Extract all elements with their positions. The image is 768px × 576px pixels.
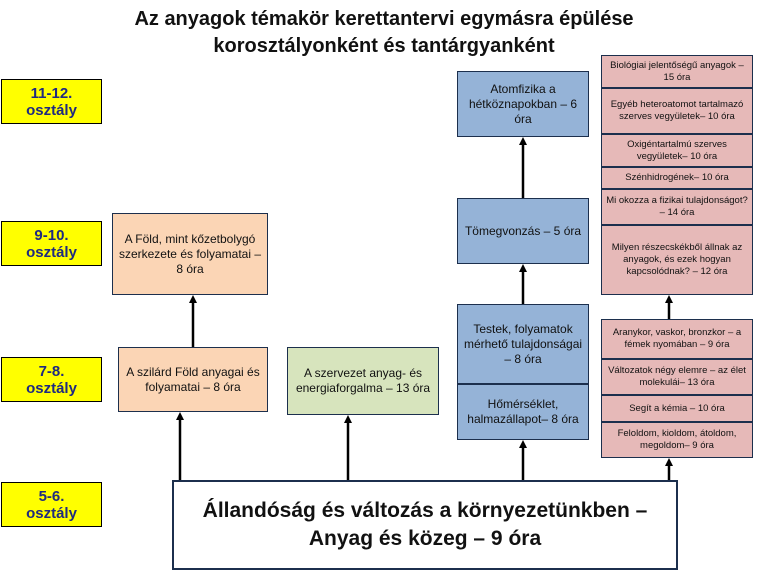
chemistry-topic-upper-1: Biológiai jelentőségű anyagok – 15 óra [601, 55, 753, 88]
chemistry-topic-lower-1: Aranykor, vaskor, bronzkor – a fémek nyo… [601, 319, 753, 359]
chemistry-topic-upper-4: Szénhidrogének– 10 óra [601, 167, 753, 189]
chemistry-topic-lower-4: Feloldom, kioldom, átoldom, megoldom– 9 … [601, 422, 753, 458]
chemistry-topic-upper-5: Mi okozza a fizikai tulajdonságot? – 14 … [601, 189, 753, 225]
grade-label-7-8: 7-8.osztály [1, 357, 102, 402]
grade-label-11-12: 11-12.osztály [1, 79, 102, 124]
earth-topic-grade-7-8: A szilárd Föld anyagai és folyamatai – 8… [118, 347, 268, 412]
physics-topic-testek: Testek, folyamatok mérhető tulajdonságai… [457, 304, 589, 384]
title-line-2: korosztályonként és tantárgyanként [213, 35, 555, 57]
base-topic-box: Állandóság és változás a környezetünkben… [172, 480, 678, 570]
base-topic-line-1: Állandóság és változás a környezetünkben… [202, 499, 648, 522]
chemistry-topic-upper-3: Oxigéntartalmú szerves vegyületek– 10 ór… [601, 134, 753, 167]
physics-topic-tomegvonzas: Tömegvonzás – 5 óra [457, 198, 589, 264]
earth-topic-grade-9-10: A Föld, mint kőzetbolygó szerkezete és f… [112, 213, 268, 295]
physics-topic-homerseklet: Hőmérséklet, halmazállapot– 8 óra [457, 384, 589, 440]
biology-topic-grade-7-8: A szervezet anyag- és energiaforgalma – … [287, 347, 439, 415]
physics-topic-atomfizika: Atomfizika a hétköznapokban – 6 óra [457, 71, 589, 137]
diagram-title: Az anyagok témakör kerettantervi egymásr… [60, 6, 708, 60]
chemistry-topic-lower-3: Segít a kémia – 10 óra [601, 395, 753, 422]
chemistry-topic-upper-6: Milyen részecskékből állnak az anyagok, … [601, 225, 753, 295]
chemistry-topic-lower-2: Változatok négy elemre – az élet molekul… [601, 359, 753, 395]
grade-label-9-10: 9-10.osztály [1, 221, 102, 266]
grade-label-5-6: 5-6.osztály [1, 482, 102, 527]
chemistry-topic-upper-2: Egyéb heteroatomot tartalmazó szerves ve… [601, 88, 753, 134]
title-line-1: Az anyagok témakör kerettantervi egymásr… [134, 8, 634, 30]
base-topic-line-2: Anyag és közeg – 9 óra [308, 527, 542, 550]
